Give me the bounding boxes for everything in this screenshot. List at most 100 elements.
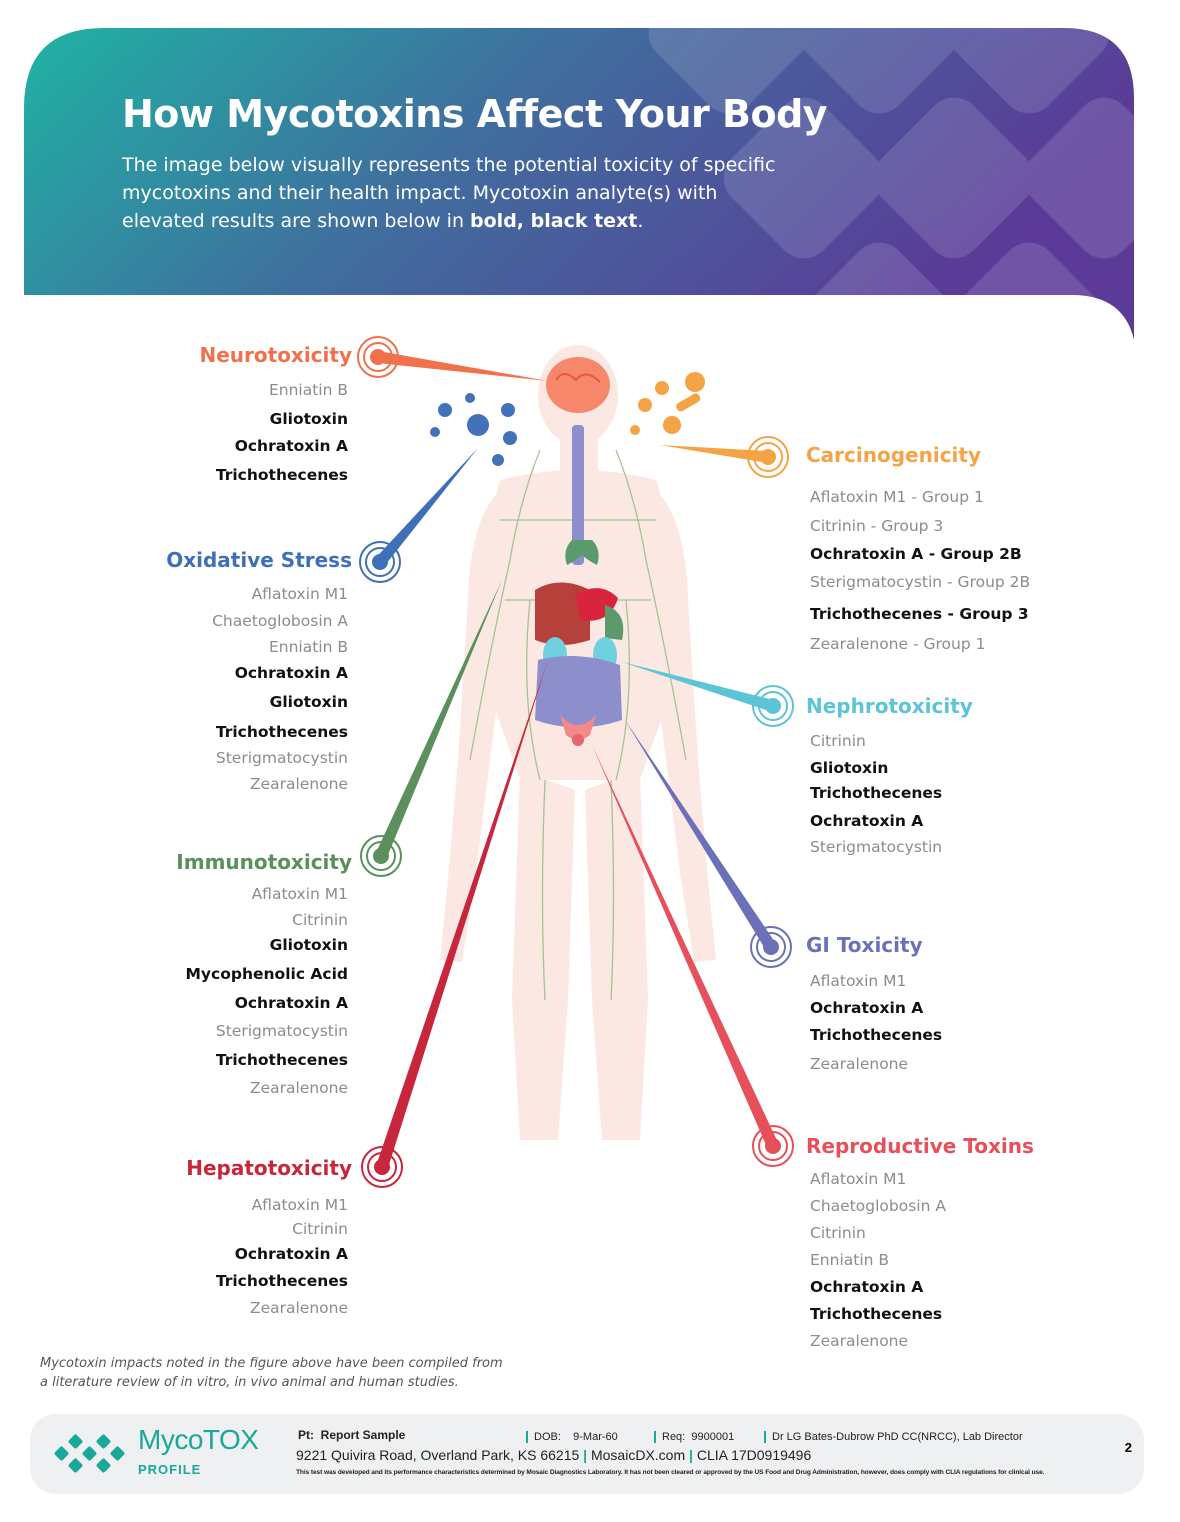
dob-label: DOB: [534, 1431, 561, 1443]
carcino-analyte: Zearalenone - Group 1 [810, 635, 986, 653]
banner-background [24, 28, 1134, 340]
oxid-connector [375, 448, 478, 566]
immuno-analyte: Zearalenone [249, 1079, 348, 1097]
oxid-target-ring [359, 541, 401, 583]
patient-label: Pt: [298, 1428, 314, 1442]
footnote-line-2: a literature review of in vitro, in vivo… [40, 1375, 459, 1390]
repro-target-ring [758, 1131, 788, 1161]
immuno-analyte: Sterigmatocystin [215, 1022, 348, 1040]
intro-text-end: . [637, 210, 644, 232]
nephro-analyte: Sterigmatocystin [810, 838, 943, 856]
nephro-connector [622, 662, 775, 712]
hepato-analyte: Aflatoxin M1 [251, 1196, 348, 1214]
neuro-analyte: Trichothecenes [215, 466, 348, 484]
oxid-analyte: Chaetoglobosin A [212, 612, 348, 630]
hepato-analyte: Ochratoxin A [234, 1245, 348, 1263]
hepato-target-ring [361, 1146, 403, 1188]
neuro-analyte: Gliotoxin [269, 410, 348, 428]
repro-target-dot [765, 1138, 781, 1154]
hepato-target-ring [367, 1152, 397, 1182]
immuno-analyte: Mycophenolic Acid [185, 965, 349, 983]
patient-info: Pt: Report Sample [298, 1428, 405, 1442]
hepato-analyte: Zearalenone [249, 1299, 348, 1317]
carcino-analyte: Citrinin - Group 3 [810, 517, 944, 535]
footnote-line-1: Mycotoxin impacts noted in the figure ab… [40, 1356, 503, 1371]
lab-address: 9221 Quivira Road, Overland Park, KS 662… [296, 1447, 580, 1463]
mycotox-logo-icon [54, 1434, 125, 1473]
gi-target-ring [756, 932, 786, 962]
body-illustration [357, 336, 794, 1188]
immuno-analyte: Ochratoxin A [234, 994, 348, 1012]
immuno-target-ring [366, 841, 396, 871]
hepato-analyte: Citrinin [292, 1220, 348, 1238]
gi-analyte: Trichothecenes [810, 1026, 943, 1044]
repro-analyte: Chaetoglobosin A [810, 1197, 946, 1215]
nephro-target-dot [765, 698, 781, 714]
nephro-analyte: Gliotoxin [810, 759, 889, 777]
immuno-analyte: Citrinin [292, 911, 348, 929]
nephro-analyte: Trichothecenes [810, 784, 943, 802]
carcino-target-ring [753, 442, 783, 472]
page-number: 2 [1124, 1440, 1132, 1455]
oxid-analyte: Aflatoxin M1 [251, 585, 348, 603]
carcino-analyte: Ochratoxin A - Group 2B [810, 545, 1022, 563]
hepato-analyte: Trichothecenes [215, 1272, 348, 1290]
oxid-analyte: Sterigmatocystin [215, 749, 348, 767]
req-value: 9900001 [691, 1431, 735, 1443]
nephro-target-ring [752, 685, 794, 727]
neuro-target-ring [363, 342, 393, 372]
repro-analyte: Ochratoxin A [810, 1278, 924, 1296]
pathogen-icons [430, 393, 517, 466]
footnote: Mycotoxin impacts noted in the figure ab… [40, 1354, 520, 1392]
connector-lines [357, 336, 794, 1188]
oxid-analyte: Gliotoxin [269, 693, 348, 711]
gi-title: GI Toxicity [806, 933, 923, 957]
immuno-connector [375, 580, 502, 859]
repro-connector [592, 745, 779, 1149]
neuro-title: Neurotoxicity [199, 343, 352, 367]
gi-analyte: Aflatoxin M1 [810, 972, 907, 990]
hepato-target-dot [374, 1159, 390, 1175]
intro-text-bold: bold, black text [470, 210, 638, 232]
immuno-analyte: Aflatoxin M1 [251, 885, 348, 903]
oxid-analyte: Ochratoxin A [234, 664, 348, 682]
neuro-connector [377, 351, 548, 381]
gi-analyte: Ochratoxin A [810, 999, 924, 1017]
gi-target-dot [763, 939, 779, 955]
immuno-analyte: Trichothecenes [215, 1051, 348, 1069]
brand-name: MycoTOX [138, 1424, 259, 1455]
oxid-analyte: Zearalenone [249, 775, 348, 793]
immuno-title: Immunotoxicity [176, 850, 352, 874]
neuro-analyte: Ochratoxin A [234, 437, 348, 455]
repro-analyte: Aflatoxin M1 [810, 1170, 907, 1188]
page-footer: MycoTOX PROFILE Pt: Report Sample DOB: 9… [30, 1414, 1144, 1494]
neuro-target-dot [370, 349, 386, 365]
clia-number: CLIA 17D0919496 [696, 1447, 812, 1463]
carcino-title: Carcinogenicity [806, 443, 982, 467]
hepato-title: Hepatotoxicity [186, 1156, 352, 1180]
carcinogen-icons [630, 372, 705, 435]
immuno-target-dot [373, 848, 389, 864]
intro-text: The image below visually represents the … [122, 151, 802, 235]
req-label: Req: [662, 1431, 686, 1443]
neuro-analyte: Enniatin B [268, 381, 348, 399]
carcino-connector [660, 445, 769, 463]
oxid-title: Oxidative Stress [166, 548, 352, 572]
repro-analyte: Trichothecenes [810, 1305, 943, 1323]
nephro-title: Nephrotoxicity [806, 694, 973, 718]
patient-name: Report Sample [320, 1428, 406, 1442]
neuro-target-ring [357, 336, 399, 378]
repro-target-ring [752, 1125, 794, 1167]
carcino-analyte: Sterigmatocystin - Group 2B [810, 573, 1031, 591]
address-line: 9221 Quivira Road, Overland Park, KS 662… [296, 1447, 812, 1463]
oxid-target-ring [365, 547, 395, 577]
lab-website[interactable]: MosaicDX.com [590, 1447, 686, 1463]
hepato-connector [376, 660, 548, 1169]
dob-info: DOB: 9-Mar-60 [526, 1431, 618, 1444]
repro-analyte: Enniatin B [810, 1251, 890, 1269]
lab-director: Dr LG Bates-Dubrow PhD CC(NRCC), Lab Dir… [764, 1431, 1023, 1444]
brand-subtitle: PROFILE [138, 1462, 202, 1477]
oxid-target-dot [372, 554, 388, 570]
carcino-target-dot [760, 449, 776, 465]
disclaimer: This test was developed and its performa… [296, 1469, 1045, 1476]
